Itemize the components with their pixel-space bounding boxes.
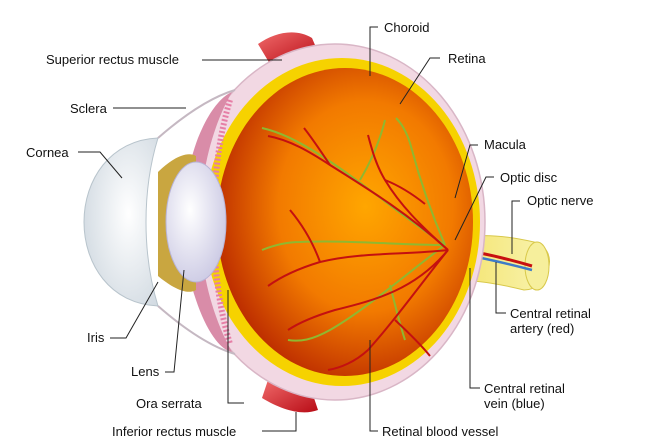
label-sclera: Sclera	[70, 101, 107, 116]
cornea-shape	[83, 137, 159, 307]
ora-serrata-band	[210, 99, 233, 345]
optic-nerve-end	[524, 241, 550, 291]
label-superior-rectus-muscle: Superior rectus muscle	[46, 52, 179, 67]
label-central-retinal-vein: Central retinal vein (blue)	[484, 381, 565, 411]
label-inferior-rectus-muscle: Inferior rectus muscle	[112, 424, 237, 439]
retinal-arteries-red	[267, 127, 449, 371]
leader-choroid	[369, 26, 378, 76]
label-cornea: Cornea	[26, 145, 69, 160]
superior-rectus-muscle-shape	[258, 32, 318, 64]
label-central-retinal-artery: Central retinal artery (red)	[510, 306, 591, 336]
label-lens: Lens	[131, 364, 160, 379]
label-retinal-blood-vessel: Retinal blood vessel	[382, 424, 499, 439]
label-ora-serrata: Ora serrata	[136, 396, 202, 411]
label-macula: Macula	[484, 137, 526, 152]
conjunctiva-top	[157, 89, 236, 139]
leader-retina	[399, 57, 440, 105]
label-iris: Iris	[87, 330, 105, 345]
lens-shape	[165, 161, 227, 283]
label-optic-nerve: Optic nerve	[527, 193, 594, 208]
label-retina: Retina	[448, 51, 486, 66]
leader-lines	[78, 26, 520, 432]
conjunctiva-bottom	[157, 305, 236, 355]
label-optic-disc: Optic disc	[500, 170, 558, 185]
inferior-rectus-muscle-shape	[262, 380, 318, 413]
label-choroid: Choroid	[384, 20, 430, 35]
